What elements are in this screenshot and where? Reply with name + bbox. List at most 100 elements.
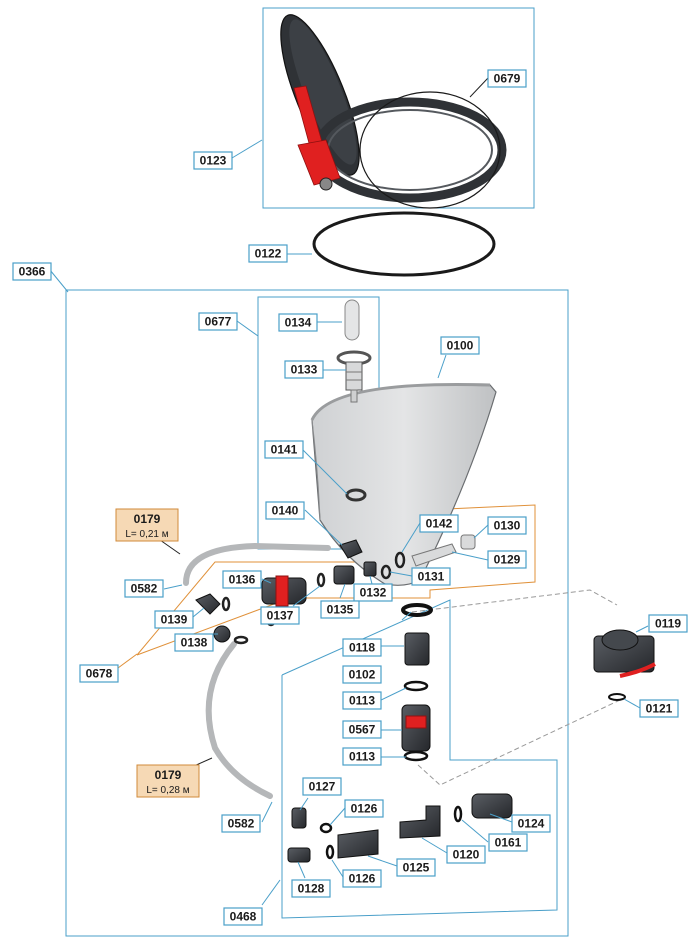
union-part-0102 <box>404 632 430 666</box>
frame-0468-assembly <box>281 599 558 919</box>
leader-0366 <box>49 269 69 293</box>
ring-part-0142 <box>394 551 406 569</box>
ring-part-0126a <box>319 822 333 834</box>
leader-0126b <box>331 859 344 878</box>
label-0130-text: 0130 <box>494 519 521 533</box>
leader-0119 <box>635 625 649 633</box>
note-hose-upper-code: 0179 <box>134 512 161 526</box>
leader-0677 <box>236 320 259 337</box>
fitting-part-0124 <box>471 793 513 819</box>
leader-0121 <box>623 698 641 709</box>
label-0141: 0141 <box>264 440 304 459</box>
leader-0120 <box>421 837 448 854</box>
seal-ring-0679 <box>359 91 501 209</box>
leader-0141 <box>302 449 348 495</box>
leader-0118 <box>401 611 412 621</box>
label-0134: 0134 <box>278 313 318 332</box>
label-0133: 0133 <box>284 360 324 379</box>
label-0126a: 0126 <box>344 799 384 818</box>
label-0677: 0677 <box>198 312 238 331</box>
label-0118-text: 0118 <box>349 641 375 655</box>
hose-lower <box>205 641 273 799</box>
label-0113a: 0113 <box>342 691 382 710</box>
label-0113a-text: 0113 <box>349 694 375 708</box>
label-0366: 0366 <box>12 262 52 281</box>
label-0113b-text: 0113 <box>349 750 375 764</box>
elbow-part-0140 <box>339 539 363 559</box>
leader-0142 <box>401 522 421 553</box>
label-0118: 0118 <box>342 638 382 657</box>
label-0129: 0129 <box>487 550 527 569</box>
leader-0128 <box>297 861 306 879</box>
leader-0679 <box>469 77 489 98</box>
label-0124-text: 0124 <box>518 817 545 831</box>
leader-0124 <box>489 813 513 823</box>
label-0582b-text: 0582 <box>228 817 255 831</box>
leader-0131 <box>389 571 413 577</box>
label-0135-text: 0135 <box>327 603 354 617</box>
label-0131: 0131 <box>411 567 451 586</box>
leader-0123 <box>231 139 263 159</box>
label-0128-text: 0128 <box>298 882 325 896</box>
tee-part-0125 <box>337 829 379 859</box>
label-0161: 0161 <box>488 833 528 852</box>
label-0100: 0100 <box>440 336 480 355</box>
dashed-link-0119-lower <box>417 699 621 786</box>
label-0119-text: 0119 <box>655 617 681 631</box>
label-0142: 0142 <box>419 514 459 533</box>
note-hose-0179-upper: 0179 L= 0,21 м <box>115 508 179 542</box>
pipe-part-0129 <box>411 543 457 567</box>
label-0582a-text: 0582 <box>131 582 158 596</box>
label-0122: 0122 <box>248 244 288 263</box>
label-0132: 0132 <box>353 583 393 602</box>
fitting-part-0135 <box>333 565 355 585</box>
label-0132-text: 0132 <box>360 586 387 600</box>
label-0137: 0137 <box>260 606 300 625</box>
note-hose-lower-length: L= 0,28 м <box>146 785 189 796</box>
label-0127-text: 0127 <box>309 780 336 794</box>
ring-part-0113b <box>403 750 429 762</box>
frame-0366-assembly <box>65 289 569 937</box>
tee-part-0120 <box>399 805 441 839</box>
leader-0678 <box>117 653 138 669</box>
label-0161-text: 0161 <box>495 836 522 850</box>
label-0123-text: 0123 <box>200 154 227 168</box>
label-0128: 0128 <box>291 879 331 898</box>
valve-part-0136 <box>261 575 307 607</box>
hose-upper <box>183 542 331 586</box>
label-0119: 0119 <box>648 614 688 633</box>
ring-part-0113a <box>403 680 429 692</box>
label-0139-text: 0139 <box>161 613 188 627</box>
leader-0139 <box>192 607 205 618</box>
valve-part-0567 <box>401 704 431 752</box>
label-0124: 0124 <box>511 814 551 833</box>
note-hose-upper-length: L= 0,21 м <box>125 529 168 540</box>
label-0677-text: 0677 <box>205 315 232 329</box>
leader-0132 <box>369 575 373 585</box>
label-0122-text: 0122 <box>255 247 282 261</box>
dashed-link-0119 <box>411 589 618 613</box>
label-0582a: 0582 <box>124 579 164 598</box>
fitting-part-0128 <box>287 847 311 863</box>
pump-part-0119 <box>593 629 656 678</box>
pin-part-0134 <box>344 299 360 341</box>
leader-0468 <box>261 879 281 906</box>
label-0468-text: 0468 <box>230 910 257 924</box>
label-0134-text: 0134 <box>285 316 312 330</box>
elbow-part-0139 <box>195 593 221 615</box>
leader-0582b <box>261 801 273 823</box>
fitting-part-0127 <box>291 807 307 829</box>
ring-part-0126b <box>325 844 335 860</box>
washer-part-0118 <box>401 603 433 617</box>
label-0136: 0136 <box>222 570 262 589</box>
label-0133-text: 0133 <box>291 363 318 377</box>
label-0582b: 0582 <box>221 814 261 833</box>
label-0131-text: 0131 <box>418 570 445 584</box>
label-0126b-text: 0126 <box>349 872 376 886</box>
label-0126a-text: 0126 <box>351 802 378 816</box>
label-0138: 0138 <box>174 633 214 652</box>
label-0120: 0120 <box>446 845 486 864</box>
leader-0113a <box>380 687 407 701</box>
label-0121-text: 0121 <box>646 702 673 716</box>
label-0129-text: 0129 <box>494 553 521 567</box>
